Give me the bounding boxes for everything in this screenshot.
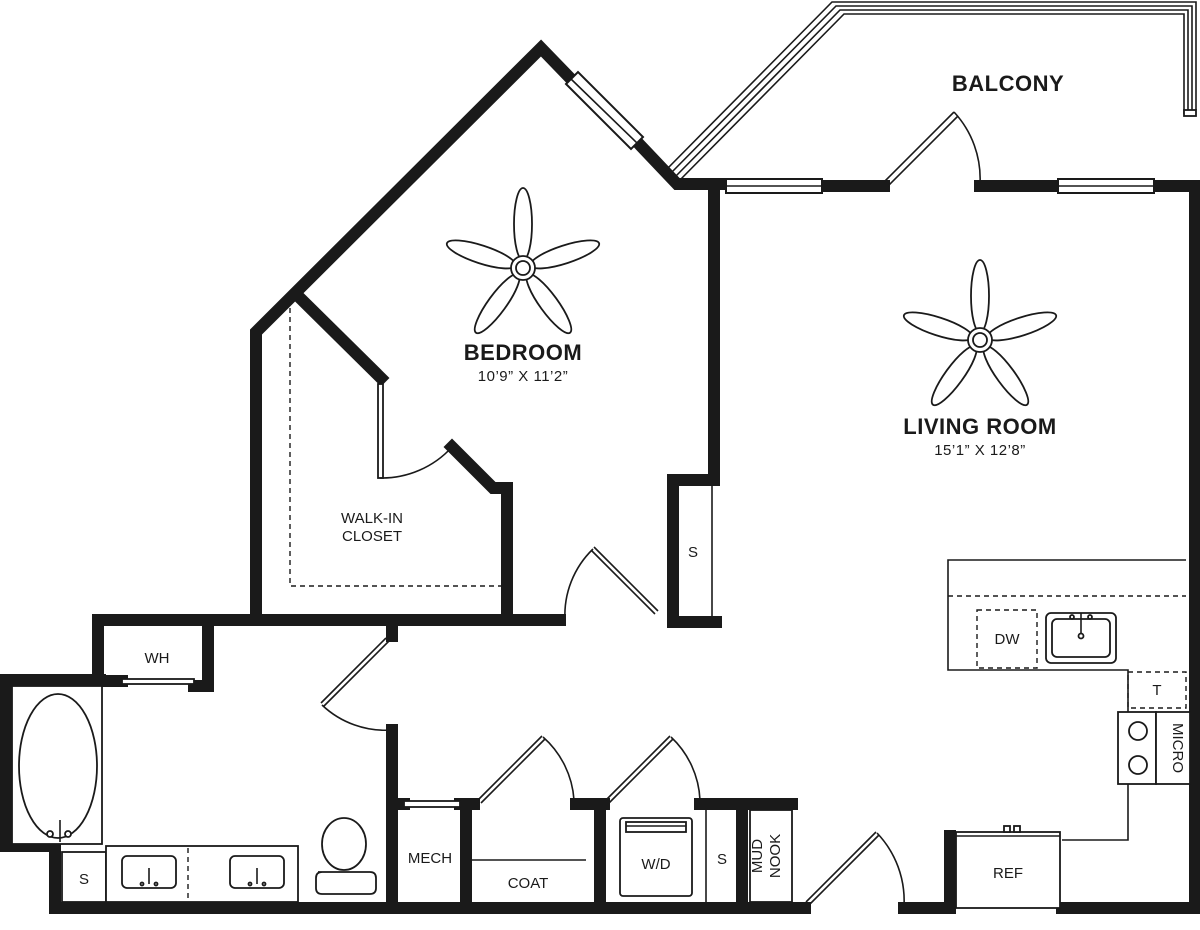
living-room-label: LIVING ROOM — [903, 414, 1056, 439]
sink-icon — [121, 855, 177, 889]
washer-dryer-icon — [619, 817, 693, 897]
closet-shelf-line — [289, 308, 503, 587]
windows — [564, 70, 1155, 194]
trash-pullout — [1127, 671, 1187, 709]
dishwasher — [976, 609, 1038, 669]
walk-in-closet-label-2: CLOSET — [342, 528, 402, 545]
tub-faucet-icon — [46, 820, 72, 842]
walk-in-closet-label-1: WALK-IN — [341, 510, 403, 527]
living-room-dims: 15’1” X 12’8” — [934, 442, 1026, 459]
balcony-railing — [665, 1, 1197, 183]
sink-icon — [229, 855, 285, 889]
labels: BALCONY BEDROOM 10’9” X 11’2” LIVING ROO… — [79, 71, 1186, 892]
balcony-label: BALCONY — [952, 71, 1064, 96]
bathroom — [11, 685, 377, 903]
doors — [121, 111, 981, 907]
microwave — [1155, 711, 1191, 785]
refrigerator — [955, 825, 1061, 909]
ceiling-fan-icon — [902, 259, 1058, 407]
mud-nook-label-2: NOOK — [767, 834, 784, 878]
ceiling-fan-icon — [445, 187, 601, 335]
bedroom-label: BEDROOM — [464, 340, 582, 365]
tub-basin — [18, 693, 98, 839]
walls — [0, 39, 1200, 914]
bedroom-dims: 10’9” X 11’2” — [478, 368, 568, 385]
coat-label: COAT — [508, 875, 549, 892]
water-heater-label: WH — [145, 650, 170, 667]
toilet-icon — [315, 817, 377, 895]
trash-label: T — [1152, 682, 1161, 699]
refrigerator-label: REF — [993, 865, 1023, 882]
mud-nook-label-1: MUD — [749, 839, 766, 873]
washer-dryer-label: W/D — [641, 856, 670, 873]
laundry-storage-label: S — [717, 851, 727, 868]
dishwasher-label: DW — [995, 631, 1021, 648]
mud-nook-bench — [749, 809, 793, 903]
bedroom-storage-label: S — [688, 544, 698, 561]
microwave-label: MICRO — [1169, 723, 1186, 773]
bath-storage-label: S — [79, 871, 89, 888]
sink-icon — [1045, 612, 1117, 664]
mech-label: MECH — [408, 850, 452, 867]
kitchen — [947, 559, 1191, 909]
utility-closets — [472, 809, 793, 903]
range-icon — [1117, 711, 1157, 785]
